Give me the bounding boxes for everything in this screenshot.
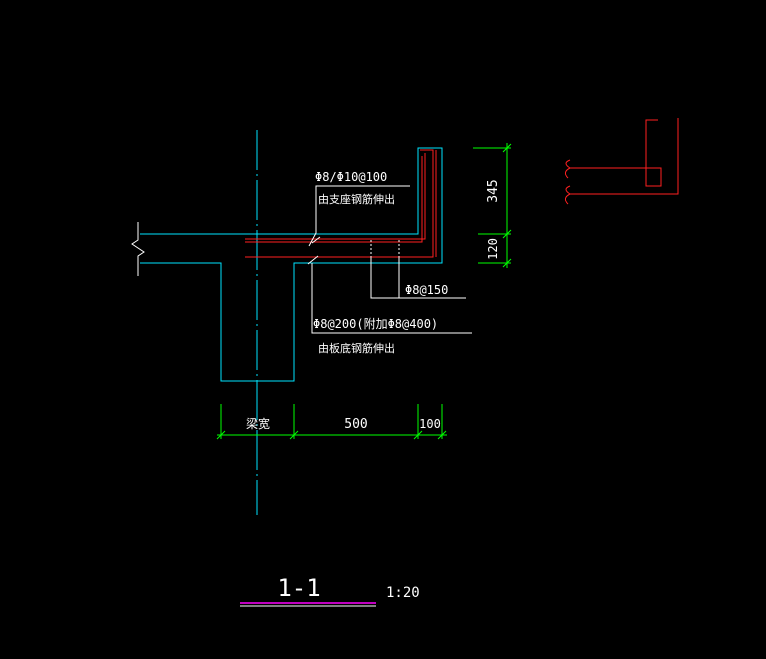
top-rebar-inner-line [245, 156, 423, 243]
dim-overhang-text: 500 [344, 417, 367, 432]
concrete-section-outline [140, 147, 443, 382]
rebar-detail-sketch [564, 118, 679, 205]
section-title-text: 1-1 [277, 574, 320, 602]
bottom-rebar-note-text: 由板底钢筋伸出 [318, 341, 395, 355]
horizontal-dimension-lines [216, 404, 447, 440]
vertical-dimension-lines [473, 143, 512, 268]
break-line-symbol [131, 222, 145, 276]
dim-upstand-height-text: 345 [486, 179, 501, 202]
scale-text: 1:20 [386, 585, 420, 601]
dim-beam-width-text: 梁宽 [246, 416, 270, 431]
top-rebar-spec-text: Φ8/Φ10@100 [315, 170, 387, 184]
top-rebar-line [245, 153, 426, 240]
dim-slab-thickness-text: 120 [486, 238, 500, 260]
top-rebar-note-text: 由支座钢筋伸出 [318, 192, 395, 206]
leader-lines [307, 185, 472, 334]
bottom-rebar-spec-text: Φ8@200(附加Φ8@400) [313, 317, 438, 331]
bottom-rebar-line [245, 149, 434, 258]
distribution-bar-marks [370, 240, 400, 256]
stirrup-spec-text: Φ8@150 [405, 283, 448, 297]
dim-upstand-width-text: 100 [419, 417, 441, 431]
rebar-group [245, 149, 437, 258]
